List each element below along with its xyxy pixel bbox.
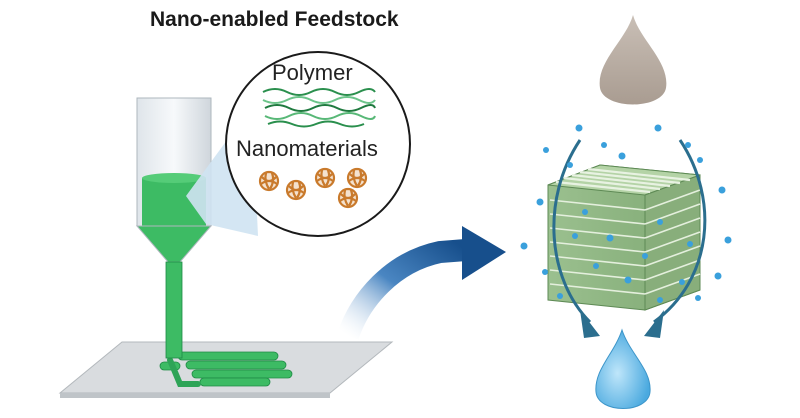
lattice-filter-icon: [547, 164, 701, 311]
curved-arrow-icon: [337, 226, 506, 340]
polymer-chains-icon: [262, 88, 376, 128]
syringe-nozzle-icon: [135, 97, 213, 359]
nanoparticle-icon: [258, 167, 368, 209]
flow-arrows: [552, 139, 707, 324]
clean-drop-icon: [595, 328, 651, 409]
nanomaterials-label: Nanomaterials: [236, 136, 378, 161]
polymer-label: Polymer: [272, 60, 353, 85]
contaminated-drop-icon: [599, 15, 667, 105]
printed-layer: [159, 351, 293, 387]
figure-title: Nano-enabled Feedstock: [150, 8, 399, 31]
contaminant-particles: [520, 124, 732, 303]
